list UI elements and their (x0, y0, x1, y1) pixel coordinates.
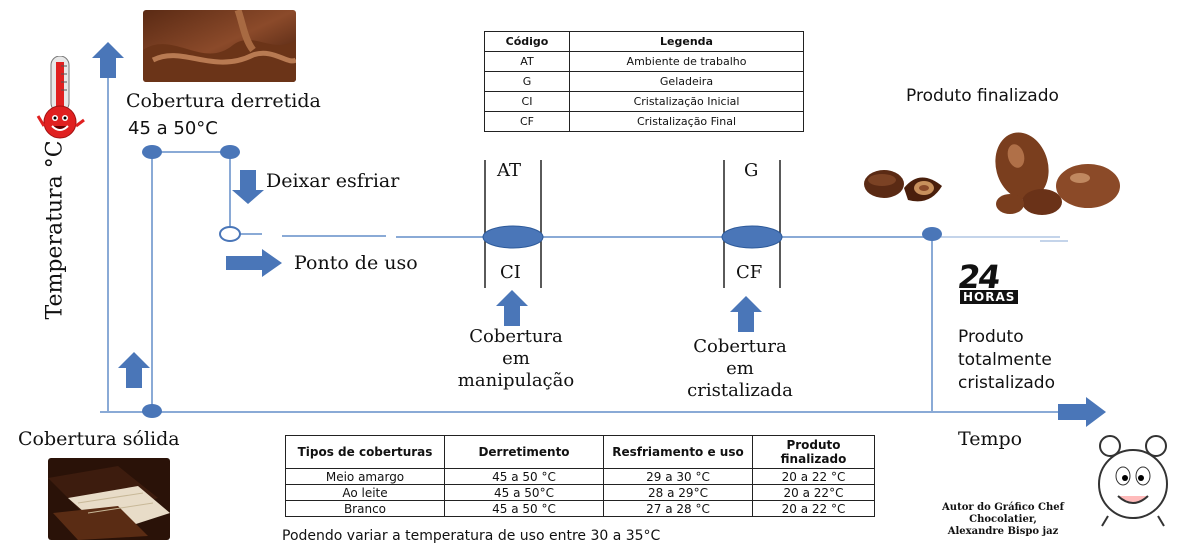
crystallized-label: Cobertura em cristalizada (670, 336, 810, 402)
table-cell: 45 a 50°C (444, 484, 604, 501)
table-cell: Ambiente de trabalho (569, 51, 804, 72)
node-use-point (219, 226, 241, 242)
author-credit: Autor do Gráfico Chef Chocolatier, Alexa… (938, 502, 1068, 538)
node-final (922, 227, 942, 241)
solid-label: Cobertura sólida (18, 428, 180, 450)
table-cell: 20 a 22°C (752, 484, 875, 501)
table-cell: Branco (285, 500, 445, 517)
table-cell: CI (484, 91, 570, 112)
arrow-up-icon (496, 290, 528, 326)
node-melt-start (142, 145, 162, 159)
arrow-up-icon (730, 296, 762, 332)
footer-note: Podendo variar a temperatura de uso entr… (282, 528, 661, 544)
y-axis-label: Temperatura °C (42, 140, 68, 320)
table-header: Tipos de coberturas (285, 435, 445, 469)
author-line: Autor do Gráfico Chef (942, 502, 1064, 513)
chocolate-eggs-image (980, 124, 1132, 220)
table-cell: 29 a 30 °C (603, 468, 753, 485)
handling-line: em (502, 348, 530, 369)
table-header: Legenda (569, 31, 804, 52)
table-row: Meio amargo 45 a 50 °C 29 a 30 °C 20 a 2… (285, 468, 875, 485)
author-line: Chocolatier, (969, 514, 1037, 525)
table-row: Branco 45 a 50 °C 27 a 28 °C 20 a 22 °C (285, 500, 875, 517)
handling-line: manipulação (457, 370, 575, 391)
node-ci (482, 225, 544, 249)
fully-line: totalmente (958, 350, 1052, 370)
table-cell: 28 a 29°C (603, 484, 753, 501)
melted-temp-label: 45 a 50°C (128, 118, 218, 139)
badge-word: HORAS (960, 290, 1019, 304)
arrow-down-icon (232, 170, 264, 204)
table-row: AT Ambiente de trabalho (484, 51, 804, 72)
table-cell: 27 a 28 °C (603, 500, 753, 517)
fully-crystallized-label: Produto totalmente cristalizado (958, 326, 1055, 395)
table-cell: Meio amargo (285, 468, 445, 485)
table-cell: Ao leite (285, 484, 445, 501)
table-cell: 45 a 50 °C (444, 468, 604, 485)
crystallized-line: em (726, 358, 754, 379)
g-label: G (744, 160, 759, 181)
finished-label: Produto finalizado (906, 86, 1059, 106)
table-header-row: Tipos de coberturas Derretimento Resfria… (285, 435, 875, 469)
ci-label: CI (500, 262, 521, 283)
table-header: Código (484, 31, 570, 52)
use-point-label: Ponto de uso (294, 252, 418, 274)
node-cf (721, 225, 783, 249)
cf-label: CF (736, 262, 763, 283)
24-horas-badge: 24 HORAS (955, 258, 1026, 308)
x-axis-label: Tempo (958, 428, 1023, 450)
table-header: Produto finalizado (752, 435, 875, 469)
table-row: CI Cristalização Inicial (484, 91, 804, 112)
cool-label: Deixar esfriar (266, 170, 400, 192)
table-cell: Cristalização Final (569, 111, 804, 132)
fully-line: cristalizado (958, 373, 1055, 393)
table-cell: Cristalização Inicial (569, 91, 804, 112)
crystallized-line: Cobertura (693, 336, 787, 357)
node-solid (142, 404, 162, 418)
x-axis-arrow-icon (1058, 397, 1106, 427)
fully-line: Produto (958, 327, 1024, 347)
temperatures-table: Tipos de coberturas Derretimento Resfria… (285, 435, 875, 517)
handling-label: Cobertura em manipulação (440, 326, 592, 392)
solid-chocolate-image (48, 458, 170, 540)
arrow-up-icon (92, 42, 124, 78)
legend-table: Código Legenda AT Ambiente de trabalho G… (484, 31, 804, 132)
table-cell: G (484, 71, 570, 92)
node-melt-end (220, 145, 240, 159)
table-row: CF Cristalização Final (484, 111, 804, 132)
table-header: Resfriamento e uso (603, 435, 753, 469)
table-cell: 20 a 22 °C (752, 500, 875, 517)
table-header-row: Código Legenda (484, 31, 804, 52)
table-cell: 20 a 22 °C (752, 468, 875, 485)
melted-chocolate-image (143, 10, 296, 82)
handling-line: Cobertura (469, 326, 563, 347)
thermometer-icon (36, 56, 85, 139)
crystallized-line: cristalizada (687, 380, 793, 401)
at-label: AT (497, 160, 522, 181)
melted-label: Cobertura derretida (126, 90, 321, 112)
bonbons-image (864, 170, 942, 202)
table-cell: CF (484, 111, 570, 132)
arrow-right-icon (226, 249, 282, 277)
table-cell: AT (484, 51, 570, 72)
arrow-up-icon (118, 352, 150, 388)
alarm-clock-icon (1098, 435, 1168, 527)
author-line: Alexandre Bispo jaz (947, 526, 1059, 537)
table-cell: Geladeira (569, 71, 804, 92)
table-cell: 45 a 50 °C (444, 500, 604, 517)
table-row: Ao leite 45 a 50°C 28 a 29°C 20 a 22°C (285, 484, 875, 501)
table-row: G Geladeira (484, 71, 804, 92)
table-header: Derretimento (444, 435, 604, 469)
